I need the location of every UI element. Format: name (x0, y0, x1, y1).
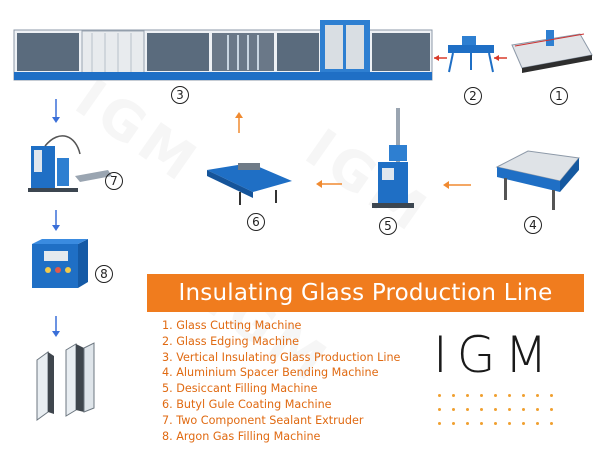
sealant-extruder-image (28, 136, 112, 192)
list-item: 5. Desiccant Filling Machine (162, 381, 432, 397)
argon-gas-machine-image (32, 239, 88, 288)
decorative-dot (494, 394, 497, 397)
title-banner: Insulating Glass Production Line (147, 274, 584, 312)
decorative-dot (466, 394, 469, 397)
decorative-dot (522, 408, 525, 411)
decorative-dot (480, 408, 483, 411)
step-marker-3: 3 (169, 84, 191, 106)
vertical-production-line-image (14, 20, 432, 80)
decorative-dot (550, 408, 553, 411)
step-marker-2: 2 (462, 85, 484, 107)
list-item: 8. Argon Gas Filling Machine (162, 429, 432, 445)
decorative-dot (494, 422, 497, 425)
decorative-dot (438, 422, 441, 425)
decorative-dot (452, 408, 455, 411)
decorative-dot (550, 394, 553, 397)
decorative-dot (480, 422, 483, 425)
glass-edging-machine-image (448, 36, 494, 72)
glass-cutting-machine-image (512, 30, 592, 73)
decorative-dot (438, 408, 441, 411)
insulating-glass-product-image (37, 343, 94, 420)
decorative-dot (494, 408, 497, 411)
list-item: 7. Two Component Sealant Extruder (162, 413, 432, 429)
decorative-dot (536, 422, 539, 425)
list-item: 6. Butyl Gule Coating Machine (162, 397, 432, 413)
decorative-dot (536, 408, 539, 411)
list-item: 1. Glass Cutting Machine (162, 318, 432, 334)
decorative-dot (452, 422, 455, 425)
desiccant-filling-machine-image (372, 108, 414, 208)
decorative-dot (508, 422, 511, 425)
machine-list: 1. Glass Cutting Machine 2. Glass Edging… (162, 318, 432, 444)
step-marker-8: 8 (93, 263, 115, 285)
decorative-dot (452, 394, 455, 397)
decorative-dot (522, 394, 525, 397)
page-title: Insulating Glass Production Line (179, 280, 553, 306)
list-item: 3. Vertical Insulating Glass Production … (162, 350, 432, 366)
brand-logo: IGM (433, 326, 563, 384)
logo-text: IGM (433, 330, 557, 380)
butyl-coating-machine-image (207, 163, 292, 205)
decorative-dot (466, 408, 469, 411)
decorative-dot (550, 422, 553, 425)
spacer-bending-machine-image (497, 151, 579, 210)
list-item: 4. Aluminium Spacer Bending Machine (162, 365, 432, 381)
decorative-dot-grid (438, 394, 556, 434)
step-marker-4: 4 (522, 214, 544, 236)
step-marker-7: 7 (103, 170, 125, 192)
decorative-dot (438, 394, 441, 397)
decorative-dot (508, 394, 511, 397)
decorative-dot (508, 408, 511, 411)
step-marker-6: 6 (245, 211, 267, 233)
decorative-dot (466, 422, 469, 425)
step-marker-5: 5 (377, 215, 399, 237)
list-item: 2. Glass Edging Machine (162, 334, 432, 350)
decorative-dot (536, 394, 539, 397)
step-marker-1: 1 (548, 85, 570, 107)
decorative-dot (480, 394, 483, 397)
decorative-dot (522, 422, 525, 425)
